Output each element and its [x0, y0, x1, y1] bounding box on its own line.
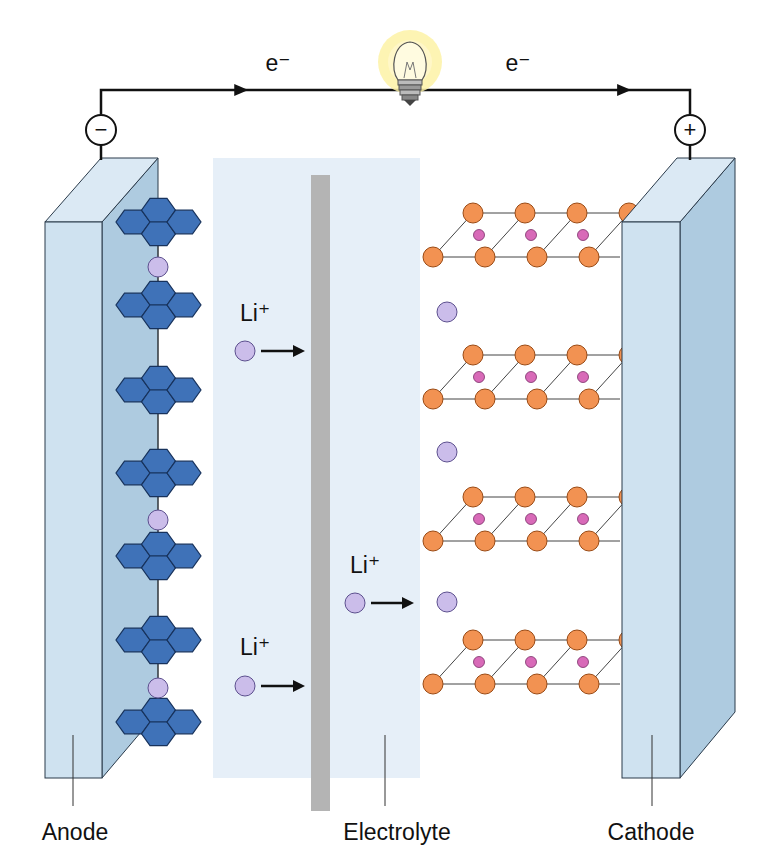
cathode-slab — [622, 158, 735, 778]
lithium-ions — [148, 257, 457, 698]
terminal-sign: − — [95, 119, 108, 141]
ion-label: Li⁺ — [240, 301, 270, 326]
terminal-stems — [101, 144, 690, 160]
terminal-sign: + — [684, 119, 697, 141]
electron-label: e⁻ — [266, 51, 291, 76]
part-name: Electrolyte — [343, 820, 450, 845]
ion-label: Li⁺ — [350, 553, 380, 578]
ion-label: Li⁺ — [240, 635, 270, 660]
leader-lines — [73, 735, 652, 806]
electron-label: e⁻ — [506, 51, 531, 76]
part-name: Cathode — [608, 820, 695, 845]
anode-slab — [45, 158, 158, 778]
terminal-symbol: + — [674, 114, 706, 146]
separator — [311, 175, 330, 811]
graphite-layers — [116, 198, 201, 745]
part-name: Anode — [42, 820, 109, 845]
cathode-lattice — [423, 203, 640, 694]
terminal-symbol: − — [85, 114, 117, 146]
